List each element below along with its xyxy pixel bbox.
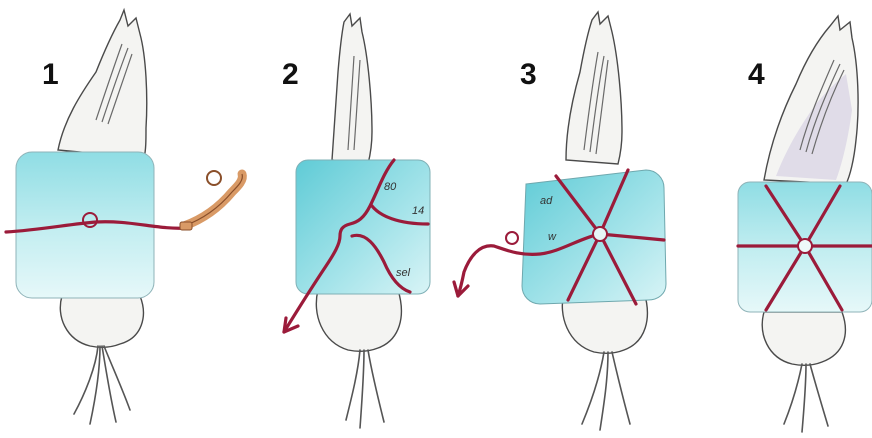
step-3: 3 ad w	[454, 12, 666, 430]
strap-buckle	[180, 171, 242, 230]
annotation: 80	[384, 181, 397, 193]
annotation: 14	[412, 205, 424, 217]
annotation: ad	[540, 195, 553, 207]
step-number: 3	[520, 58, 537, 91]
annotation: sel	[396, 267, 411, 279]
step-number: 1	[42, 58, 59, 91]
step-number: 4	[748, 58, 765, 91]
step-1: 1	[6, 10, 242, 424]
step-2: 2 80 14 sel	[282, 14, 430, 428]
step-number: 2	[282, 58, 299, 91]
step-4: 4	[738, 16, 872, 432]
annotation: w	[548, 231, 557, 243]
